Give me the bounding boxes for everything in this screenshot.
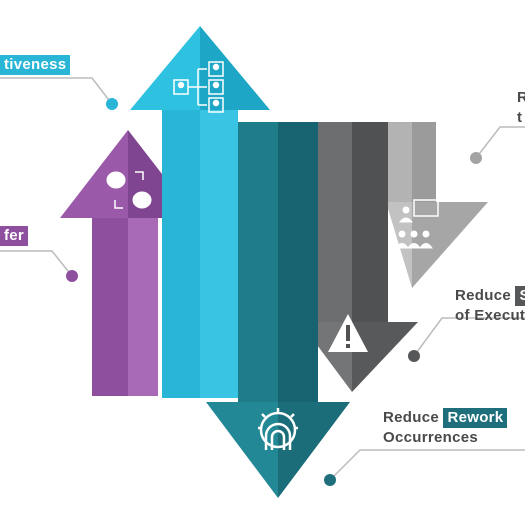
leader-lines	[0, 77, 525, 481]
leader-line-right-top	[475, 126, 525, 159]
presentation-icon	[395, 199, 439, 249]
label-right-top: R t	[517, 88, 525, 128]
reduce-s-prefix: Reduce	[455, 287, 511, 304]
label-transfer: fer	[0, 226, 29, 246]
org-chart-icon	[173, 61, 224, 113]
brain-exchange-icon	[106, 171, 152, 209]
right-top-line2: t	[517, 109, 523, 126]
leader-line-reduce-s	[413, 317, 525, 357]
dot-effectiveness	[106, 98, 118, 110]
label-rework: Reduce Rework Occurrences	[383, 408, 508, 448]
label-effectiveness: tiveness	[0, 55, 71, 75]
leader-dots	[66, 98, 482, 486]
reduce-s-tag: S	[515, 286, 525, 306]
purple-up-arrow	[60, 130, 196, 396]
leader-line-rework	[329, 449, 525, 481]
leader-line-transfer	[0, 250, 73, 277]
right-top-line1: R	[517, 89, 525, 106]
rework-line2: Occurrences	[383, 429, 479, 446]
dot-reduce-s	[408, 350, 420, 362]
gear-magnet-icon	[258, 408, 298, 450]
effectiveness-tag: tiveness	[0, 55, 71, 75]
rework-prefix: Reduce	[383, 409, 439, 426]
dot-transfer	[66, 270, 78, 282]
leader-line-effectiveness	[0, 77, 113, 105]
label-reduce-s: Reduce S of Execut	[455, 286, 525, 326]
teal-down-arrow	[206, 122, 350, 498]
cyan-up-arrow	[130, 26, 270, 398]
dot-rework	[324, 474, 336, 486]
warning-icon	[328, 314, 368, 352]
transfer-tag: fer	[0, 226, 29, 246]
dot-right-top	[470, 152, 482, 164]
light-gray-down-arrow	[386, 122, 488, 288]
reduce-s-line2: of Execut	[455, 307, 525, 324]
rework-tag: Rework	[443, 408, 508, 428]
gray-down-arrow	[300, 122, 418, 392]
